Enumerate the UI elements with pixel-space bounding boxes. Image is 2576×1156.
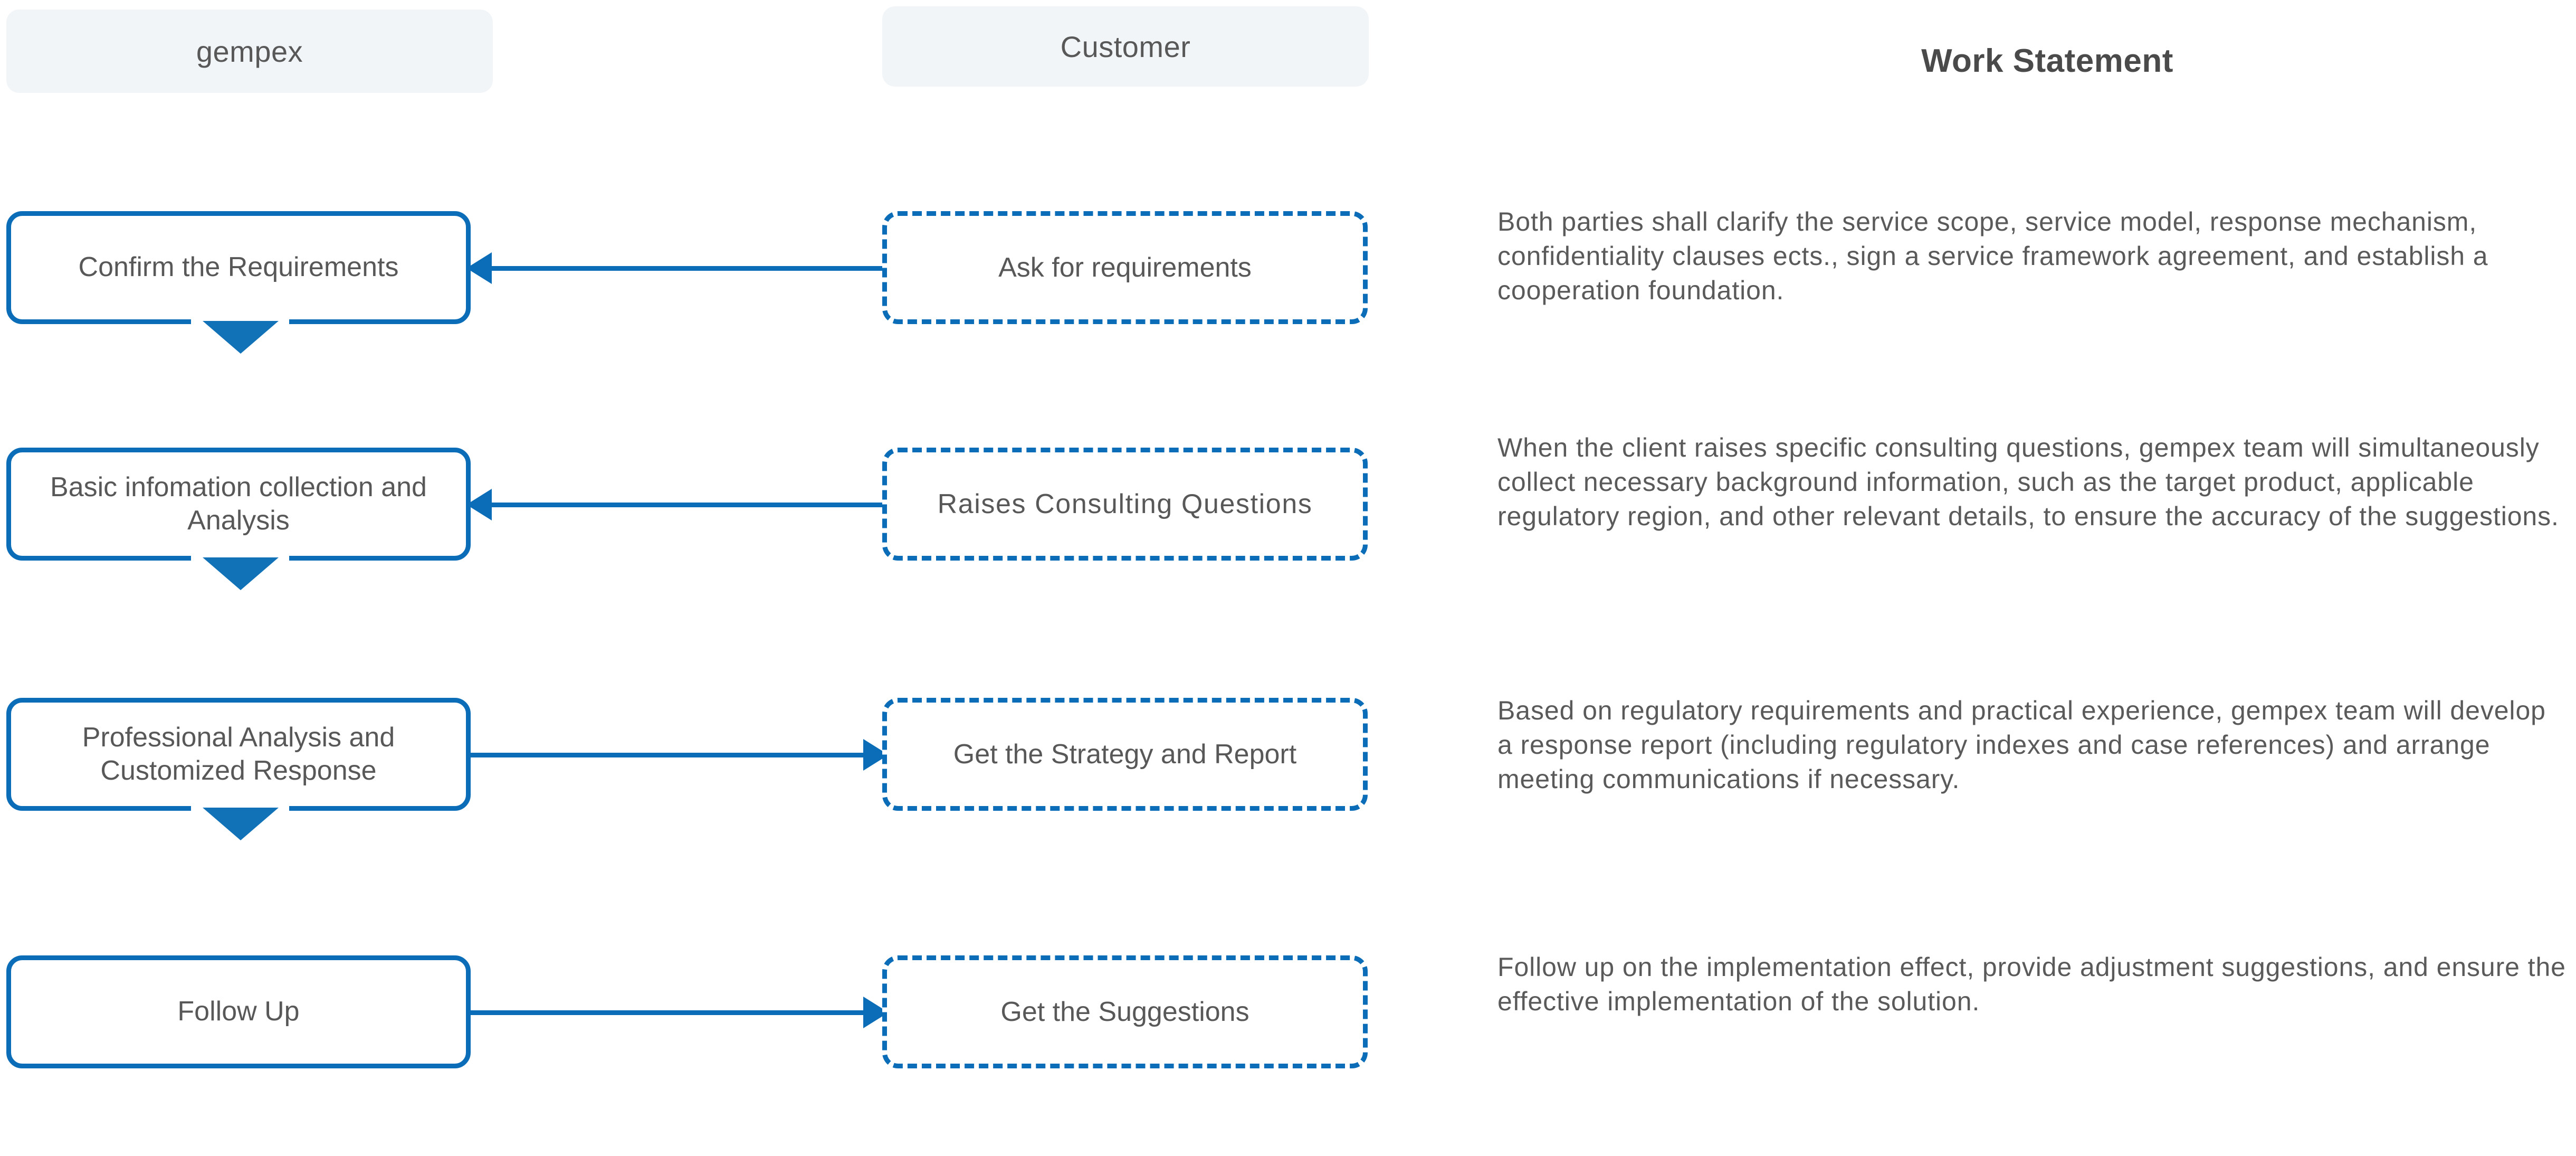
work-statement-text: When the client raises specific consulti…: [1497, 433, 2559, 531]
gempex-step-box[interactable]: Confirm the Requirements: [6, 211, 471, 324]
arrow-head-left-icon: [466, 489, 492, 520]
gempex-step-box[interactable]: Follow Up: [6, 955, 471, 1068]
flow-arrow-to-customer: [471, 997, 889, 1028]
gempex-step-box-wrapper: Professional Analysis and Customized Res…: [6, 698, 471, 840]
process-row: Professional Analysis and Customized Res…: [0, 696, 2576, 925]
arrow-shaft: [471, 753, 863, 757]
customer-step-label: Raises Consulting Questions: [937, 488, 1313, 519]
work-statement-text: Both parties shall clarify the service s…: [1497, 207, 2488, 305]
work-statement-text: Follow up on the implementation effect, …: [1497, 952, 2566, 1016]
down-arrow-icon: [203, 808, 279, 840]
customer-step-box[interactable]: Raises Consulting Questions: [882, 448, 1368, 561]
gempex-step-box-wrapper: Follow Up: [6, 955, 471, 1068]
gempex-step-box-wrapper: Confirm the Requirements: [6, 211, 471, 354]
customer-step-box[interactable]: Get the Strategy and Report: [882, 698, 1368, 811]
customer-step-box[interactable]: Get the Suggestions: [882, 955, 1368, 1068]
customer-step-box[interactable]: Ask for requirements: [882, 211, 1368, 324]
column-header-customer: Customer: [882, 6, 1369, 87]
gempex-step-box[interactable]: Professional Analysis and Customized Res…: [6, 698, 471, 811]
process-row: Basic infomation collection and Analysis…: [0, 433, 2576, 675]
column-header-work-statement: Work Statement: [1921, 43, 2173, 79]
arrow-shaft: [490, 266, 889, 271]
down-arrow-icon: [203, 557, 279, 590]
gempex-step-label: Professional Analysis and Customized Res…: [82, 722, 395, 786]
arrow-shaft: [490, 503, 889, 507]
gempex-step-label: Basic infomation collection and Analysis: [50, 471, 427, 536]
customer-step-label: Get the Strategy and Report: [953, 738, 1297, 770]
arrow-head-left-icon: [466, 252, 492, 284]
gempex-step-label: Confirm the Requirements: [78, 252, 399, 283]
flow-arrow-to-gempex: [466, 252, 889, 284]
column-header-gempex-label: gempex: [196, 34, 303, 68]
gempex-step-box[interactable]: Basic infomation collection and Analysis: [6, 448, 471, 561]
process-row: Follow Up Get the Suggestions Follow up …: [0, 952, 2576, 1156]
arrow-shaft: [471, 1010, 863, 1015]
customer-step-label: Ask for requirements: [998, 252, 1252, 283]
work-statement-text: Based on regulatory requirements and pra…: [1497, 696, 2546, 794]
column-header-customer-label: Customer: [1060, 30, 1191, 63]
gempex-step-box-wrapper: Basic infomation collection and Analysis: [6, 448, 471, 590]
flow-arrow-to-customer: [471, 739, 889, 771]
gempex-step-label: Follow Up: [177, 996, 300, 1027]
column-header-gempex: gempex: [6, 10, 493, 93]
customer-step-label: Get the Suggestions: [1000, 996, 1249, 1027]
down-arrow-icon: [203, 321, 279, 354]
process-row: Confirm the Requirements Ask for require…: [0, 207, 2576, 433]
flow-arrow-to-gempex: [466, 489, 889, 520]
